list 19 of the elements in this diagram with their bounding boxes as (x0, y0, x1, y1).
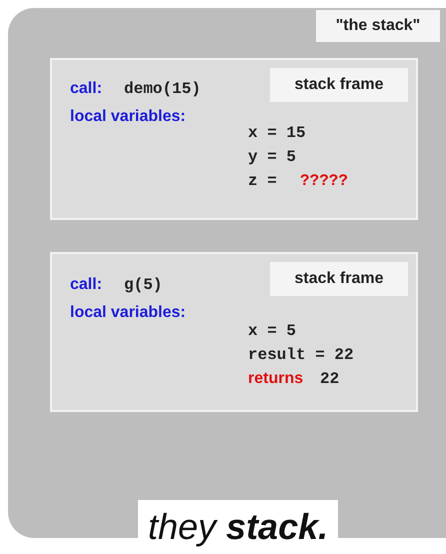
code-text: x = 5 (248, 322, 296, 340)
code-text: demo(15) (124, 80, 201, 98)
label-text: local variables: (70, 304, 186, 322)
tab-label: stack frame (270, 68, 408, 102)
stack-frame-panel (50, 252, 418, 412)
code-text: y = 5 (248, 148, 296, 166)
keyword-text: returns (248, 370, 304, 388)
code-text: z = (248, 172, 277, 190)
code-text: ????? (300, 172, 348, 190)
code-text: 22 (320, 370, 340, 388)
stack-frame-panel (50, 58, 418, 220)
code-text: result = 22 (248, 346, 354, 364)
tab-label: "the stack" (316, 10, 440, 42)
code-text: g(5) (124, 276, 162, 294)
label-text: call: (70, 80, 102, 98)
code-text: x = 15 (248, 124, 306, 142)
label-text: call: (70, 276, 102, 294)
tab-label: stack frame (270, 262, 408, 296)
label-text: local variables: (70, 108, 186, 126)
